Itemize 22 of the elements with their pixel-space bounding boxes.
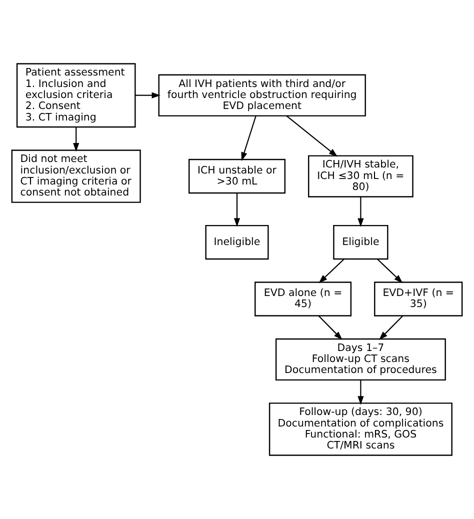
arrow [241, 116, 256, 162]
node-box: ICH/IVH stable, ICH ≤30 mL (n = 80) [308, 155, 414, 198]
arrow [234, 193, 240, 227]
node-box: Eligible [333, 224, 388, 260]
node-box: Ineligible [205, 224, 269, 260]
node-box: All IVH patients with third and/or fourth ventricle obstruction requiring EVD placement [158, 74, 366, 116]
node-box: Did not meet inclusion/exclusion or CT imaging criteria or consent not obtained [11, 150, 141, 203]
node-box: Patient assessment 1. Inclusion and exclusion criteria 2. Consent 3. CT imaging [16, 63, 136, 128]
node-box: Follow-up (days: 30, 90) Documentation of complications Functional: mRS, GOS CT/MRI scans [268, 402, 452, 456]
arrow [378, 316, 403, 340]
arrow [358, 196, 364, 228]
arrow [73, 127, 80, 152]
node-box: EVD+IVF (n = 35) [374, 282, 463, 316]
arrow [377, 258, 403, 284]
arrow [358, 380, 364, 405]
node-box: Days 1–7 Follow-up CT scans Documentation of procedures [275, 338, 446, 381]
node-box: ICH unstable or >30 mL [188, 158, 286, 194]
node-box: EVD alone (n = 45) [254, 282, 352, 316]
arrow [135, 92, 161, 98]
arrow [318, 316, 342, 340]
arrow [318, 258, 344, 284]
arrow [286, 115, 338, 157]
